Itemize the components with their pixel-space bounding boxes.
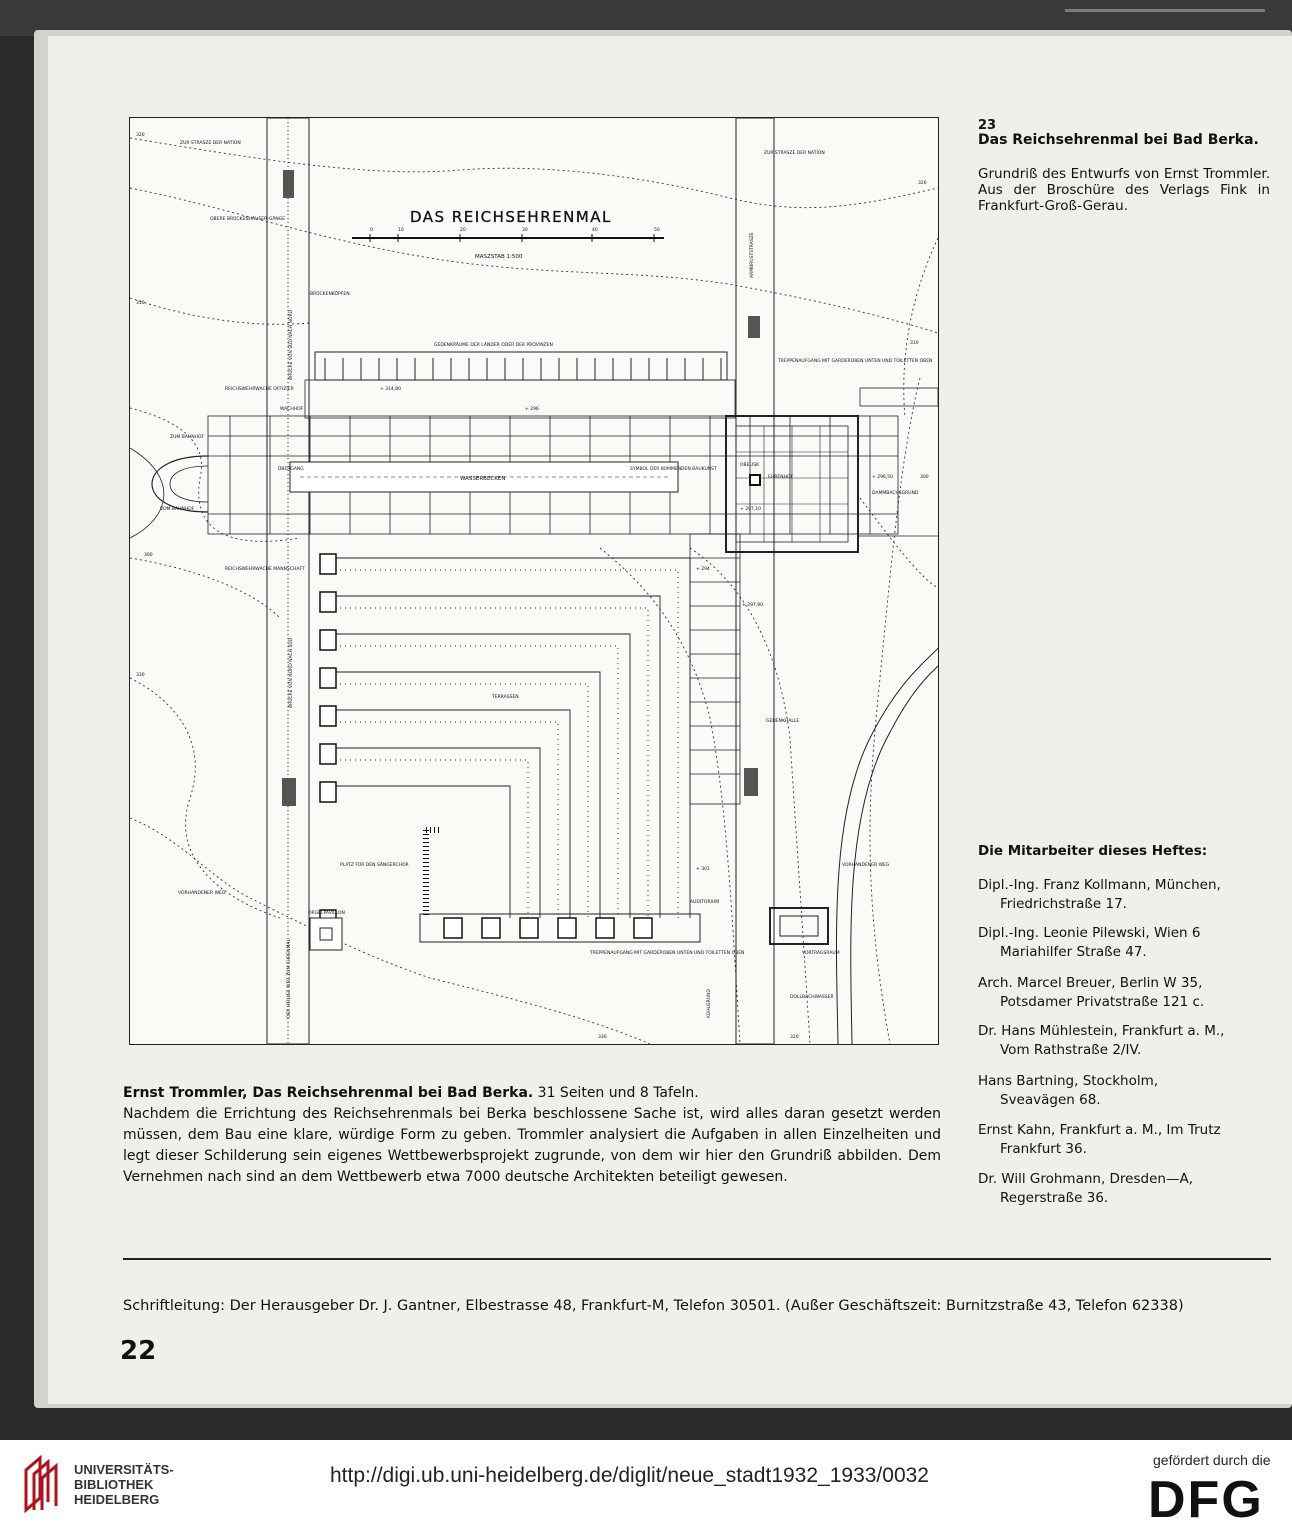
contributor-address: Friedrichstraße 17.: [1000, 896, 1127, 912]
contributor-address: Regerstraße 36.: [1000, 1190, 1109, 1206]
contour-label: 330: [136, 672, 145, 678]
plan-title: DAS REICHSEHRENMAL: [410, 208, 612, 226]
label-street-nation-left: ZUR STRASZE DER NATION: [180, 140, 241, 146]
figure-number: 23: [978, 118, 997, 133]
spot-height: + 297,90: [742, 602, 763, 608]
label-dammbach: DAMMBACHSGRUND: [872, 490, 919, 496]
label-bahnhof-vom: VOM BAHNHOF: [160, 506, 195, 512]
contributor-name: Arch. Marcel Breuer, Berlin W 35,: [978, 975, 1203, 991]
contour-label: 300: [144, 552, 153, 558]
scale-tick: 40: [592, 227, 598, 233]
label-terrassen: TERRASSEN: [491, 694, 519, 700]
page-number: 22: [120, 1336, 157, 1366]
plan-scale: MASZSTAB 1:500: [475, 254, 523, 260]
contributor-address: Vom Rathstraße 2/IV.: [1000, 1042, 1142, 1058]
label-ehrenhof: EHRENHOF: [768, 474, 793, 480]
contributor-name: Hans Bartning, Stockholm,: [978, 1073, 1159, 1089]
label-orgel: ORGELPAVILLON: [308, 910, 345, 916]
label-gedenkraeume: GEDENKRÄUME DER LÄNDER ODER DER PROVINZE…: [434, 341, 553, 348]
contributor-name: Ernst Kahn, Frankfurt a. M., Im Trutz: [978, 1122, 1221, 1138]
contributor-entry: Arch. Marcel Breuer, Berlin W 35, Potsdam…: [978, 974, 1270, 1012]
label-upper-bridge: OBERE BRÜCKENHÄUSER-GÄNGE: [210, 215, 285, 222]
label-reichswehr-bottom: REICHSWEHRWACHE MANNSCHAFT: [225, 566, 305, 572]
label-wachhof: WACHHOF: [280, 406, 304, 412]
library-line: UNIVERSITÄTS-: [74, 1462, 174, 1477]
label-treppen-bottom: TREPPENAUFGANG MIT GARDEROBEN UNTEN UND …: [589, 950, 744, 956]
label-uebergang: ÜBERGANG: [278, 465, 304, 472]
contour-label: 310: [910, 340, 919, 346]
contour-label: 320: [790, 1034, 799, 1040]
scale-tick: 20: [460, 227, 466, 233]
label-vorhandener-weg-right: VORHANDENER WEG: [842, 862, 890, 868]
label-armbrust: ARMBRUSTSTRASZE: [749, 232, 755, 278]
spot-height: + 297,10: [740, 506, 761, 512]
label-gedenkhalle: GEDENKHALLE: [766, 718, 799, 724]
footer: [0, 1440, 1292, 1533]
contour-label: 310: [136, 300, 145, 306]
label-bahnhof-left: ZUM BAHNHOF: [170, 434, 205, 440]
floor-plan: DAS REICHSEHRENMAL 0 10 20 30 40 50 MASZ…: [129, 117, 939, 1045]
label-obelisk: OBELISK: [740, 462, 760, 468]
contributor-entry: Dipl.-Ing. Franz Kollmann, München, Fried…: [978, 876, 1270, 914]
contributors-heading: Die Mitarbeiter dieses Heftes:: [978, 843, 1208, 859]
contributor-name: Dipl.-Ing. Leonie Pilewski, Wien 6: [978, 925, 1201, 941]
contour-label: 300: [920, 474, 929, 480]
label-vorhandener-weg: VORHANDENER WEG: [178, 890, 226, 896]
university-library-logo-icon[interactable]: [18, 1452, 66, 1520]
label-vortragsraum: VORTRAGSRAUM: [802, 950, 840, 956]
label-heilige-weg: DER HEILIGE WEG ZUM EHRENMAL: [286, 939, 292, 1018]
contour-label: 330: [598, 1034, 607, 1040]
spot-height: + 296,50: [872, 474, 893, 480]
review-pages: 31 Seiten und 8 Tafeln.: [533, 1085, 699, 1101]
contributor-name: Dr. Will Grohmann, Dresden—A,: [978, 1171, 1193, 1187]
contributor-address: Sveavägen 68.: [1000, 1092, 1101, 1108]
label-street-nation-right: ZUR STRASZE DER NATION: [764, 150, 825, 156]
label-bridge-south: BRÜCKE VON NORD NACH SÜD: [287, 637, 294, 708]
figure-title: Das Reichsehrenmal bei Bad Berka.: [978, 132, 1259, 148]
contributor-address: Potsdamer Privatstraße 121 c.: [1000, 994, 1205, 1010]
divider: [123, 1258, 1271, 1260]
contour-label: 320: [136, 132, 145, 138]
figure-caption: Grundriß des Entwurfs von Ernst Trommler…: [978, 166, 1270, 214]
label-auditorium: AUDITORIUM: [690, 899, 719, 905]
label-dollbach: DOLLBACHWASSER: [790, 994, 834, 1000]
scale-tick: 50: [654, 227, 660, 233]
label-bridge-north: BRÜCKE VON SÜD NACH NORD: [287, 309, 294, 380]
library-line: BIBLIOTHEK: [74, 1477, 154, 1492]
scale-tick: 10: [398, 227, 404, 233]
funded-by-text: gefördert durch die: [1153, 1452, 1271, 1468]
spot-height: + 294: [696, 566, 710, 572]
label-kohlgrund: KOHLGRUND: [706, 989, 712, 1018]
label-wasserbecken: WASSERBECKEN: [460, 476, 505, 482]
spot-height: + 314,80: [380, 386, 401, 392]
label-symbol: SYMBOL DER KOMMENDEN BAUKUNST: [630, 466, 717, 472]
scale-tick: 0: [370, 227, 373, 233]
dfg-logo[interactable]: DFG: [1148, 1471, 1264, 1529]
label-bridge-heads: BRÜCKENKÖPFEN: [310, 290, 350, 297]
scale-tick: 30: [522, 227, 528, 233]
contour-label: 320: [918, 180, 927, 186]
editor-line: Schriftleitung: Der Herausgeber Dr. J. G…: [123, 1298, 1184, 1314]
scan-rule: [1065, 9, 1265, 12]
permalink-url[interactable]: http://digi.ub.uni-heidelberg.de/diglit/…: [330, 1464, 929, 1487]
contributor-entry: Dipl.-Ing. Leonie Pilewski, Wien 6 Mariah…: [978, 924, 1270, 962]
contributor-entry: Dr. Will Grohmann, Dresden—A, Regerstraße…: [978, 1170, 1270, 1208]
library-line: HEIDELBERG: [74, 1492, 160, 1507]
spot-height: + 301: [696, 866, 710, 872]
review-body: Nachdem die Errichtung des Reichsehrenma…: [123, 1106, 941, 1185]
label-reichswehr-top: REICHSWEHRWACHE OFFIZIER: [225, 386, 294, 392]
label-treppen-top: TREPPENAUFGANG MIT GARDEROBEN UNTEN UND …: [777, 358, 932, 364]
label-platz: PLATZ FÜR DEN SÄNGERCHOR: [340, 861, 409, 868]
university-library-name: UNIVERSITÄTS- BIBLIOTHEK HEIDELBERG: [74, 1462, 174, 1507]
contributor-entry: Dr. Hans Mühlestein, Frankfurt a. M., Vom…: [978, 1022, 1270, 1060]
spot-height: + 296: [525, 406, 539, 412]
contributor-name: Dipl.-Ing. Franz Kollmann, München,: [978, 877, 1221, 893]
contributor-name: Dr. Hans Mühlestein, Frankfurt a. M.,: [978, 1023, 1225, 1039]
contributor-address: Mariahilfer Straße 47.: [1000, 944, 1147, 960]
contributor-address: Frankfurt 36.: [1000, 1141, 1087, 1157]
book-review: Ernst Trommler, Das Reichsehrenmal bei B…: [123, 1083, 941, 1188]
review-title: Ernst Trommler, Das Reichsehrenmal bei B…: [123, 1085, 534, 1101]
contributor-entry: Hans Bartning, Stockholm, Sveavägen 68.: [978, 1072, 1270, 1110]
